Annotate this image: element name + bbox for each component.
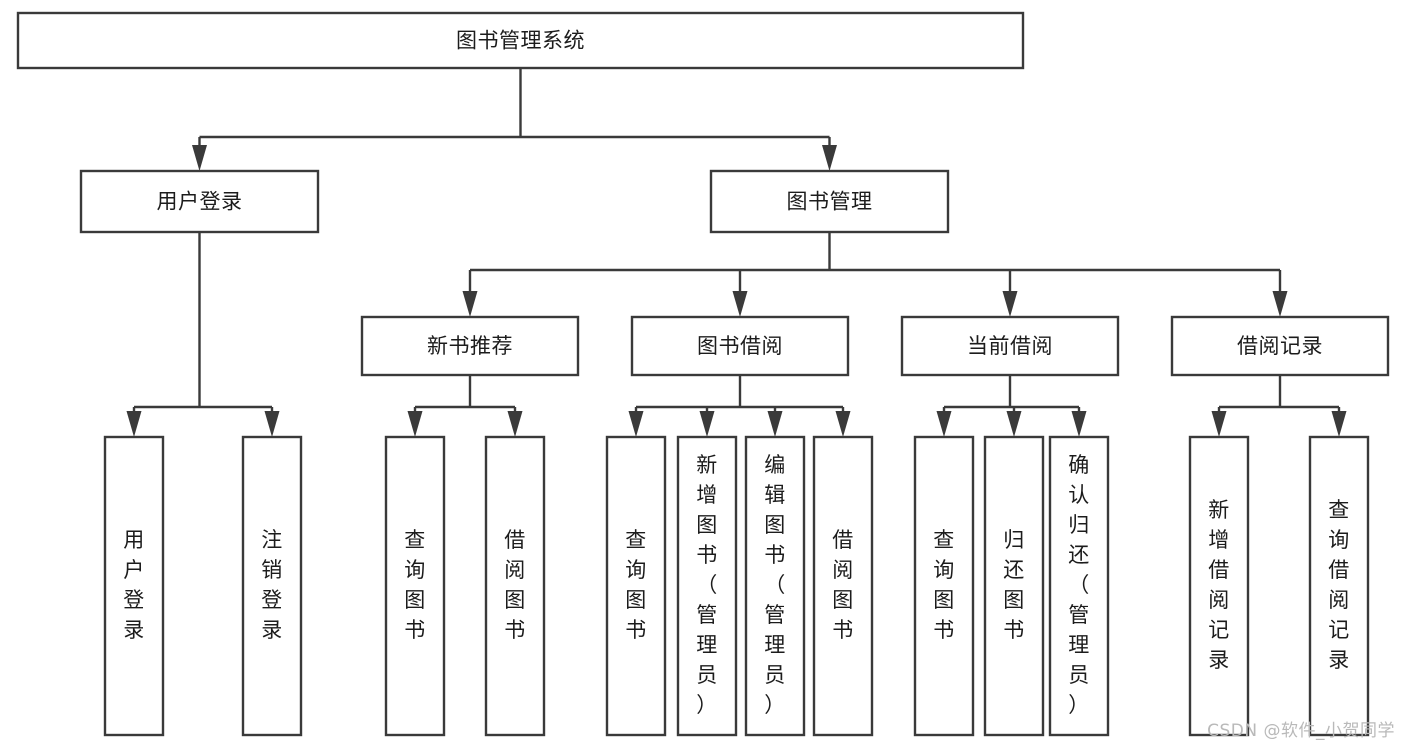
node-label: 新书推荐 bbox=[427, 334, 513, 358]
node-leaf-user-login[interactable]: 用户登录 bbox=[103, 435, 165, 737]
node-current-borrow[interactable]: 当前借阅 bbox=[900, 315, 1120, 377]
node-label: 查询图书 bbox=[404, 528, 426, 642]
arrow-head-icon bbox=[1006, 411, 1022, 437]
node-label: 借阅图书 bbox=[504, 528, 526, 642]
node-label: 图书管理系统 bbox=[456, 29, 585, 53]
node-box[interactable] bbox=[709, 169, 950, 234]
node-label: 确认归还（管理员） bbox=[1068, 453, 1090, 717]
arrow-head-icon bbox=[462, 291, 478, 317]
node-leaf-edit-book[interactable]: 编辑图书（管理员） bbox=[744, 435, 806, 737]
node-box[interactable] bbox=[744, 435, 806, 737]
node-box[interactable] bbox=[103, 435, 165, 737]
node-label: 借阅记录 bbox=[1237, 334, 1323, 358]
node-leaf-borrow-book[interactable]: 借阅图书 bbox=[812, 435, 874, 737]
csdn-watermark: CSDN @软件_小贺同学 bbox=[1207, 721, 1395, 741]
arrow-head-icon bbox=[507, 411, 523, 437]
node-root[interactable]: 图书管理系统 bbox=[16, 11, 1025, 70]
node-layer: 图书管理系统用户登录图书管理新书推荐图书借阅当前借阅借阅记录用户登录注销登录查询… bbox=[16, 11, 1390, 737]
node-box[interactable] bbox=[812, 435, 874, 737]
connector-layer bbox=[126, 68, 1347, 437]
arrow-head-icon bbox=[699, 411, 715, 437]
node-leaf-query-book-current[interactable]: 查询图书 bbox=[913, 435, 975, 737]
node-label: 查询图书 bbox=[625, 528, 647, 642]
node-box[interactable] bbox=[360, 315, 580, 377]
arrow-head-icon bbox=[264, 411, 280, 437]
node-label: 查询图书 bbox=[933, 528, 955, 642]
node-new-book-recommend[interactable]: 新书推荐 bbox=[360, 315, 580, 377]
node-label: 归还图书 bbox=[1003, 528, 1025, 642]
node-leaf-query-book-borrow[interactable]: 查询图书 bbox=[605, 435, 667, 737]
arrow-head-icon bbox=[936, 411, 952, 437]
node-user-login[interactable]: 用户登录 bbox=[79, 169, 320, 234]
arrow-head-icon bbox=[126, 411, 142, 437]
node-box[interactable] bbox=[913, 435, 975, 737]
node-box[interactable] bbox=[630, 315, 850, 377]
node-box[interactable] bbox=[1308, 435, 1370, 737]
node-box[interactable] bbox=[484, 435, 546, 737]
node-label: 注销登录 bbox=[261, 528, 283, 642]
arrow-head-icon bbox=[628, 411, 644, 437]
node-box[interactable] bbox=[900, 315, 1120, 377]
node-label: 新增图书（管理员） bbox=[696, 453, 718, 717]
node-box[interactable] bbox=[676, 435, 738, 737]
arrow-head-icon bbox=[835, 411, 851, 437]
arrow-head-icon bbox=[822, 145, 837, 171]
node-box[interactable] bbox=[79, 169, 320, 234]
node-label: 用户登录 bbox=[157, 190, 243, 214]
arrow-head-icon bbox=[1211, 411, 1227, 437]
node-label: 用户登录 bbox=[123, 528, 145, 642]
arrow-head-icon bbox=[1331, 411, 1347, 437]
node-box[interactable] bbox=[241, 435, 303, 737]
arrow-head-icon bbox=[1272, 291, 1288, 317]
node-leaf-confirm-return[interactable]: 确认归还（管理员） bbox=[1048, 435, 1110, 737]
node-leaf-user-logout[interactable]: 注销登录 bbox=[241, 435, 303, 737]
node-label: 借阅图书 bbox=[832, 528, 854, 642]
arrow-head-icon bbox=[407, 411, 423, 437]
arrow-head-icon bbox=[1071, 411, 1087, 437]
arrow-head-icon bbox=[192, 145, 207, 171]
node-borrow-record[interactable]: 借阅记录 bbox=[1170, 315, 1390, 377]
node-leaf-return-book[interactable]: 归还图书 bbox=[983, 435, 1045, 737]
arrow-head-icon bbox=[1002, 291, 1018, 317]
node-leaf-query-borrow-record[interactable]: 查询借阅记录 bbox=[1308, 435, 1370, 737]
node-box[interactable] bbox=[16, 11, 1025, 70]
node-label: 编辑图书（管理员） bbox=[764, 453, 786, 717]
node-book-manage[interactable]: 图书管理 bbox=[709, 169, 950, 234]
arrow-head-icon bbox=[767, 411, 783, 437]
node-box[interactable] bbox=[605, 435, 667, 737]
node-label: 图书借阅 bbox=[697, 334, 783, 358]
node-book-borrow[interactable]: 图书借阅 bbox=[630, 315, 850, 377]
node-label: 新增借阅记录 bbox=[1208, 498, 1230, 672]
node-label: 当前借阅 bbox=[967, 334, 1053, 358]
arrow-head-icon bbox=[732, 291, 748, 317]
node-leaf-add-borrow-record[interactable]: 新增借阅记录 bbox=[1188, 435, 1250, 737]
node-box[interactable] bbox=[1188, 435, 1250, 737]
node-box[interactable] bbox=[983, 435, 1045, 737]
node-box[interactable] bbox=[1170, 315, 1390, 377]
node-label: 查询借阅记录 bbox=[1328, 498, 1350, 672]
node-box[interactable] bbox=[1048, 435, 1110, 737]
node-label: 图书管理 bbox=[787, 190, 873, 214]
node-leaf-borrow-book-recommend[interactable]: 借阅图书 bbox=[484, 435, 546, 737]
node-leaf-query-book-recommend[interactable]: 查询图书 bbox=[384, 435, 446, 737]
node-box[interactable] bbox=[384, 435, 446, 737]
node-leaf-add-book[interactable]: 新增图书（管理员） bbox=[676, 435, 738, 737]
